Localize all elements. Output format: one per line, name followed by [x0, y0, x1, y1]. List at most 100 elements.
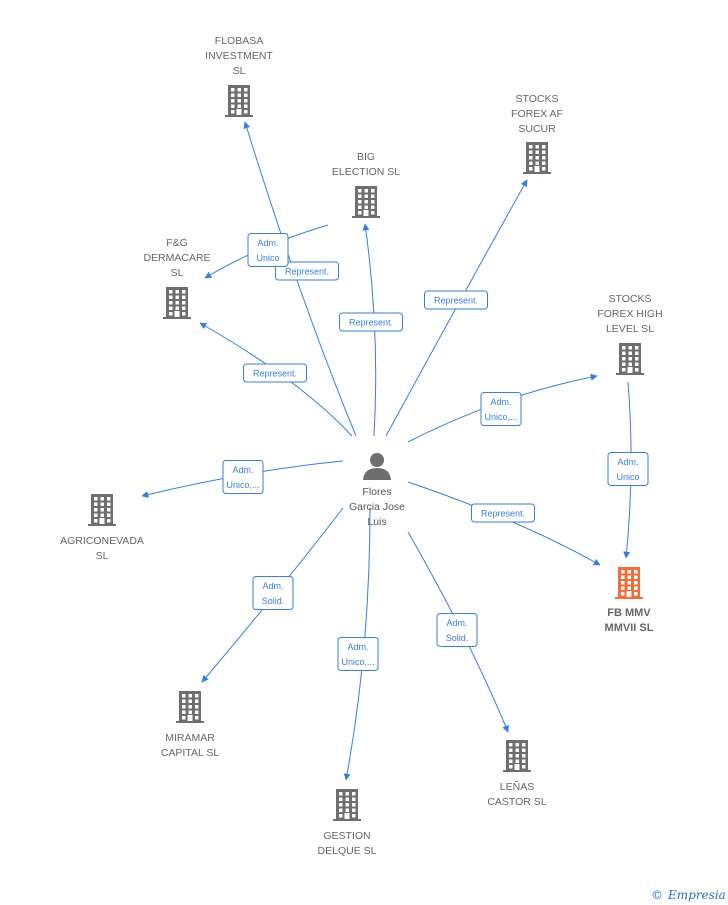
- company-node-fb-mmv[interactable]: FB MMV MMVII SL: [605, 567, 654, 634]
- edge-label[interactable]: Adm. Unico: [247, 233, 289, 267]
- edge-label-box: [275, 261, 339, 281]
- edge-label-text: Represent.: [434, 296, 478, 306]
- edge-label-text: Unico,...: [341, 657, 374, 667]
- building-icon: [225, 85, 253, 117]
- edge-label-box: [480, 392, 522, 426]
- company-name: SUCUR: [518, 123, 556, 135]
- company-name: STOCKS: [516, 93, 559, 105]
- edge-label-box: [222, 460, 264, 494]
- company-name: STOCKS: [609, 293, 652, 305]
- company-name: SL: [171, 267, 184, 279]
- company-node-stocks-af[interactable]: STOCKS FOREX AF SUCUR: [511, 93, 563, 174]
- company-node-flobasa[interactable]: FLOBASA INVESTMENT SL: [205, 35, 273, 117]
- edge-label-text: Adm.: [262, 581, 283, 591]
- edge-label-text: Unico,...: [226, 480, 259, 490]
- edge-label[interactable]: Represent.: [424, 290, 488, 310]
- company-name: CAPITAL SL: [161, 747, 220, 759]
- nodes-layer: FLOBASA INVESTMENT SL STOCKS FOREX AF SUCUR BI…: [60, 35, 663, 857]
- company-name: FOREX AF: [511, 108, 563, 120]
- edge-label-box: [339, 312, 403, 332]
- edge-label[interactable]: Adm. Unico,...: [480, 392, 522, 426]
- company-node-fg-dermacare[interactable]: F&G DERMACARE SL: [143, 237, 211, 319]
- company-node-gestion[interactable]: GESTION DELQUE SL: [318, 789, 377, 857]
- company-name: SL: [233, 65, 246, 77]
- edge-label-text: Adm.: [347, 642, 368, 652]
- building-icon: [88, 494, 116, 526]
- company-name: LEÑAS: [500, 780, 534, 793]
- building-icon: [616, 343, 644, 375]
- edge-fb-mmv: [407, 481, 601, 566]
- person-icon: [363, 453, 391, 480]
- company-node-miramar[interactable]: MIRAMAR CAPITAL SL: [161, 691, 220, 759]
- edge-label[interactable]: Adm. Unico: [607, 452, 649, 486]
- building-icon: [615, 567, 643, 599]
- company-name: INVESTMENT: [205, 50, 273, 62]
- watermark: © Empresia: [651, 888, 726, 902]
- building-icon: [523, 142, 551, 174]
- building-icon: [333, 789, 361, 821]
- edge-label-box: [471, 503, 535, 523]
- edge-label-box: [337, 637, 379, 671]
- company-name: CASTOR SL: [487, 796, 546, 808]
- edge-label-text: Adm.: [446, 618, 467, 628]
- edge-label-box: [607, 452, 649, 486]
- edge-label-text: Adm.: [232, 465, 253, 475]
- company-name: ELECTION SL: [332, 166, 400, 178]
- edge-label-text: Adm.: [490, 397, 511, 407]
- edge-label[interactable]: Represent.: [339, 312, 403, 332]
- person-name: Flores: [362, 486, 391, 498]
- edge-flobasa: [243, 121, 357, 437]
- edge-label[interactable]: Represent.: [275, 261, 339, 281]
- brand-logo-text: Empresia: [667, 888, 726, 902]
- company-node-agriconevada[interactable]: AGRICONEVADA SL: [60, 494, 144, 562]
- company-name: SL: [96, 550, 109, 562]
- edges-layer: [141, 121, 632, 781]
- company-name: MMVII SL: [605, 622, 654, 634]
- person-name: Luis: [367, 516, 386, 528]
- edge-label-text: Represent.: [253, 369, 297, 379]
- edge-label[interactable]: Adm. Unico,...: [337, 637, 379, 671]
- edge-label-box: [436, 613, 478, 647]
- company-name: DELQUE SL: [318, 845, 377, 857]
- edge-label-text: Adm.: [617, 457, 638, 467]
- edge-label[interactable]: Adm. Solid.: [436, 613, 478, 647]
- edge-label-text: Represent.: [481, 509, 525, 519]
- edge-labels-layer: Represent.Represent.Adm.UnicoRepresent.R…: [222, 233, 649, 671]
- edge-label[interactable]: Adm. Solid.: [252, 576, 294, 610]
- company-name: F&G: [166, 237, 188, 249]
- edge-label-text: Adm.: [257, 238, 278, 248]
- edge-label-box: [252, 576, 294, 610]
- company-node-lenas[interactable]: LEÑAS CASTOR SL: [487, 740, 547, 808]
- company-name: FLOBASA: [215, 35, 263, 47]
- edge-label[interactable]: Adm. Unico,...: [222, 460, 264, 494]
- edge-label[interactable]: Represent.: [471, 503, 535, 523]
- company-name: AGRICONEVADA: [60, 535, 144, 547]
- company-name: LEVEL SL: [606, 323, 654, 335]
- edge-label-text: Represent.: [285, 267, 329, 277]
- edge-label[interactable]: Represent.: [243, 363, 307, 383]
- building-icon: [176, 691, 204, 723]
- edge-label-text: Solid.: [446, 633, 469, 643]
- company-name: MIRAMAR: [165, 732, 215, 744]
- edge-label-text: Represent.: [349, 318, 393, 328]
- company-name: GESTION: [323, 830, 370, 842]
- edge-label-box: [243, 363, 307, 383]
- company-node-big-election[interactable]: BIG ELECTION SL: [332, 151, 400, 218]
- edge-label-text: Unico: [616, 472, 639, 482]
- edge-label-text: Unico: [256, 253, 279, 263]
- person-name: Garcia Jose: [349, 501, 405, 513]
- company-node-stocks-high[interactable]: STOCKS FOREX HIGH LEVEL SL: [597, 293, 663, 375]
- edge-label-text: Unico,...: [484, 412, 517, 422]
- company-name: DERMACARE: [143, 252, 210, 264]
- copyright-symbol: ©: [651, 888, 663, 902]
- edge-label-box: [247, 233, 289, 267]
- building-icon: [163, 287, 191, 319]
- building-icon: [352, 186, 380, 218]
- edge-label-text: Solid.: [262, 596, 285, 606]
- building-icon: [503, 740, 531, 772]
- company-name: FB MMV: [607, 607, 651, 619]
- company-name: FOREX HIGH: [597, 308, 662, 320]
- company-name: BIG: [357, 151, 375, 163]
